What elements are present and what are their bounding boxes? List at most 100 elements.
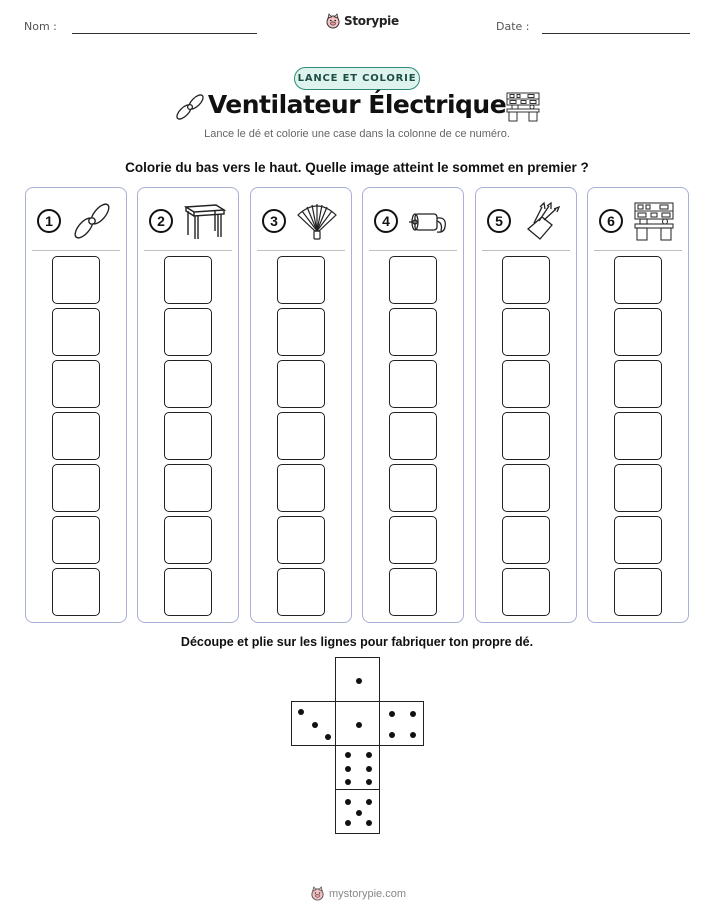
color-cell[interactable] xyxy=(164,412,212,460)
color-cell[interactable] xyxy=(52,568,100,616)
color-cell[interactable] xyxy=(277,516,325,564)
color-cell[interactable] xyxy=(389,568,437,616)
dice-pip xyxy=(345,779,352,785)
color-cell[interactable] xyxy=(389,308,437,356)
color-cell[interactable] xyxy=(277,412,325,460)
workbench-icon xyxy=(506,92,540,127)
dice-pip xyxy=(365,765,372,772)
color-cell[interactable] xyxy=(614,516,662,564)
color-cell[interactable] xyxy=(614,308,662,356)
dice-pip xyxy=(345,752,352,758)
instruction: Colorie du bas vers le haut. Quelle imag… xyxy=(125,160,589,175)
color-cell[interactable] xyxy=(502,308,550,356)
column-number: 3 xyxy=(262,209,286,233)
column-6: 6 xyxy=(587,187,689,623)
color-cell[interactable] xyxy=(164,568,212,616)
column-4: 4 xyxy=(362,187,464,623)
color-cell[interactable] xyxy=(502,464,550,512)
date-line[interactable] xyxy=(542,33,690,34)
table-icon xyxy=(182,201,227,241)
color-cell[interactable] xyxy=(164,516,212,564)
color-cell[interactable] xyxy=(614,256,662,304)
dice-pip xyxy=(355,809,362,816)
color-cell[interactable] xyxy=(389,412,437,460)
color-cell[interactable] xyxy=(277,568,325,616)
column-divider xyxy=(482,250,570,251)
footer: mystorypie.com xyxy=(310,886,406,901)
color-cell[interactable] xyxy=(52,308,100,356)
dice-face-3 xyxy=(291,701,336,746)
color-cell[interactable] xyxy=(277,360,325,408)
dice-pip xyxy=(409,731,416,738)
color-cell[interactable] xyxy=(389,360,437,408)
electric-motor-icon xyxy=(407,201,451,241)
dice-pip xyxy=(325,734,331,741)
color-cell[interactable] xyxy=(52,464,100,512)
color-cell[interactable] xyxy=(277,256,325,304)
color-cell[interactable] xyxy=(164,464,212,512)
column-number: 6 xyxy=(599,209,623,233)
color-cell[interactable] xyxy=(389,464,437,512)
column-header: 6 xyxy=(588,188,688,250)
dice-pip xyxy=(409,711,416,718)
cut-instruction: Découpe et plie sur les lignes pour fabr… xyxy=(180,635,534,649)
color-cell[interactable] xyxy=(502,256,550,304)
column-number: 1 xyxy=(37,209,61,233)
color-cell[interactable] xyxy=(52,256,100,304)
pig-mascot-icon xyxy=(311,886,324,901)
column-number: 5 xyxy=(487,209,511,233)
color-cell[interactable] xyxy=(389,516,437,564)
dice-face-1 xyxy=(335,657,380,702)
name-label: Nom : xyxy=(24,20,57,33)
pig-mascot-icon xyxy=(326,13,340,29)
column-header: 3 xyxy=(251,188,351,250)
dice-pip xyxy=(365,752,372,758)
color-cell[interactable] xyxy=(502,568,550,616)
color-cell[interactable] xyxy=(502,516,550,564)
subtitle: Lance le dé et colorie une case dans la … xyxy=(204,128,510,140)
dice-face-6 xyxy=(335,745,380,790)
dice-pip xyxy=(365,779,372,785)
column-number: 4 xyxy=(374,209,398,233)
dice-face-5 xyxy=(335,789,380,834)
dice-pip xyxy=(389,731,396,738)
color-cell[interactable] xyxy=(277,308,325,356)
column-2: 2 xyxy=(137,187,239,623)
footer-url: mystorypie.com xyxy=(329,887,407,900)
dice-pip xyxy=(365,819,372,826)
column-divider xyxy=(594,250,682,251)
dice-pip xyxy=(345,765,352,772)
color-cell[interactable] xyxy=(614,464,662,512)
workbench-icon xyxy=(632,201,676,241)
brand-name: Storypie xyxy=(344,14,399,28)
dice-face-1 xyxy=(335,701,380,746)
color-cell[interactable] xyxy=(277,464,325,512)
color-cell[interactable] xyxy=(164,308,212,356)
color-cell[interactable] xyxy=(164,360,212,408)
column-number: 2 xyxy=(149,209,173,233)
color-cell[interactable] xyxy=(52,516,100,564)
color-cell[interactable] xyxy=(389,256,437,304)
color-cell[interactable] xyxy=(502,360,550,408)
column-header: 4 xyxy=(363,188,463,250)
name-line[interactable] xyxy=(72,33,257,34)
column-divider xyxy=(32,250,120,251)
column-1: 1 xyxy=(25,187,127,623)
column-divider xyxy=(144,250,232,251)
dice-pip xyxy=(365,799,372,806)
color-cell[interactable] xyxy=(614,412,662,460)
color-cell[interactable] xyxy=(614,568,662,616)
color-cell[interactable] xyxy=(52,412,100,460)
propeller-icon xyxy=(175,93,205,126)
column-3: 3 xyxy=(250,187,352,623)
color-cell[interactable] xyxy=(164,256,212,304)
propeller-icon xyxy=(70,201,114,241)
color-cell[interactable] xyxy=(52,360,100,408)
column-divider xyxy=(257,250,345,251)
brushes-icon xyxy=(520,201,564,241)
column-header: 2 xyxy=(138,188,238,250)
column-header: 5 xyxy=(476,188,576,250)
color-cell[interactable] xyxy=(614,360,662,408)
color-cell[interactable] xyxy=(502,412,550,460)
dice-pip xyxy=(355,721,362,728)
